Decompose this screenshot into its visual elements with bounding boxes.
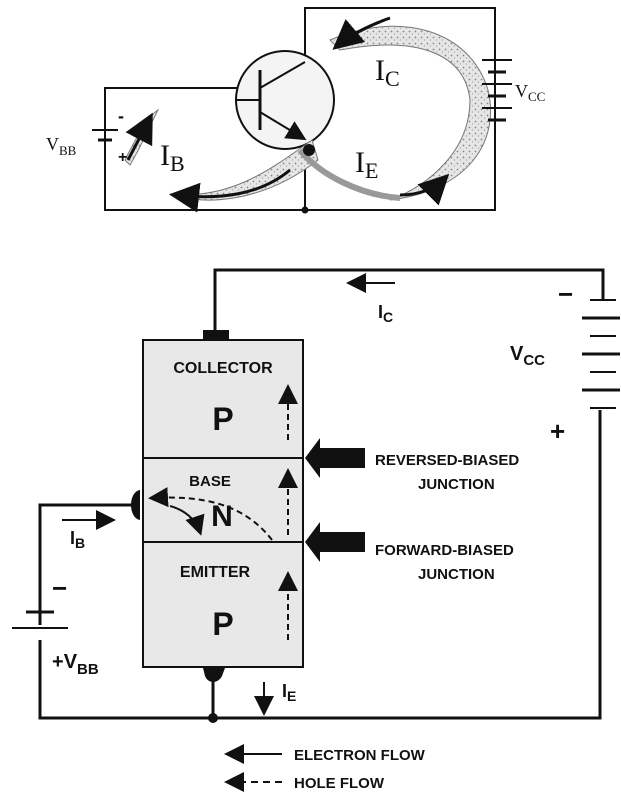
top-vbb-minus: - [118, 106, 124, 126]
emitter-type: P [212, 606, 233, 642]
bottom-vcc-minus: − [558, 279, 573, 309]
base-label: BASE [189, 473, 231, 490]
collector-wire [213, 268, 605, 335]
collector-label: COLLECTOR [173, 360, 273, 377]
bottom-vbb-minus: − [52, 573, 67, 603]
base-type: N [211, 500, 233, 533]
collector-type: P [212, 401, 233, 437]
legend-hole-flow: HOLE FLOW [294, 775, 385, 792]
top-ic-label: IC [375, 54, 400, 91]
bottom-ic-label: IC [378, 302, 393, 325]
top-vbb-label: VBB [46, 134, 77, 158]
top-ie-label: IE [355, 146, 378, 183]
forward-junction-arrow [305, 522, 365, 562]
bottom-ie-label: IE [282, 681, 296, 704]
bottom-vcc-label: VCC [510, 343, 545, 369]
emitter-label: EMITTER [180, 564, 251, 581]
vcc-return-wire [213, 410, 602, 720]
reverse-junction-label: REVERSED-BIASED [375, 452, 519, 469]
base-region [142, 457, 304, 543]
bottom-ib-label: IB [70, 528, 85, 551]
forward-junction-label-2: JUNCTION [418, 566, 495, 583]
bottom-vcc-battery [582, 299, 620, 409]
bottom-vcc-plus: + [550, 416, 565, 446]
bottom-vbb-battery [12, 610, 68, 629]
top-vbb-plus: + [118, 149, 127, 166]
legend-electron-flow: ELECTRON FLOW [294, 747, 426, 764]
emitter-wire [38, 640, 215, 720]
hole-flow-arrows [148, 384, 298, 640]
bottom-vbb-label: +VBB [52, 651, 99, 678]
top-vcc-label: VCC [515, 81, 545, 104]
top-vcc-battery [482, 59, 512, 122]
top-circuit: - + VBB VCC IC IB IE [46, 7, 545, 214]
collector-region [142, 339, 304, 459]
top-wire-right [304, 7, 496, 211]
emitter-region [142, 541, 304, 668]
forward-junction-label: FORWARD-BIASED [375, 542, 514, 559]
legend: ELECTRON FLOW HOLE FLOW [224, 744, 426, 792]
base-wire [38, 503, 140, 625]
bottom-circuit: COLLECTOR P BASE N EMITTER P REVERSED-BI… [12, 268, 620, 723]
top-wire-left [104, 87, 305, 211]
top-junction-dot [301, 206, 309, 214]
top-ib-label: IB [160, 139, 185, 176]
reverse-junction-label-2: JUNCTION [418, 476, 495, 493]
reverse-junction-arrow [305, 438, 365, 478]
